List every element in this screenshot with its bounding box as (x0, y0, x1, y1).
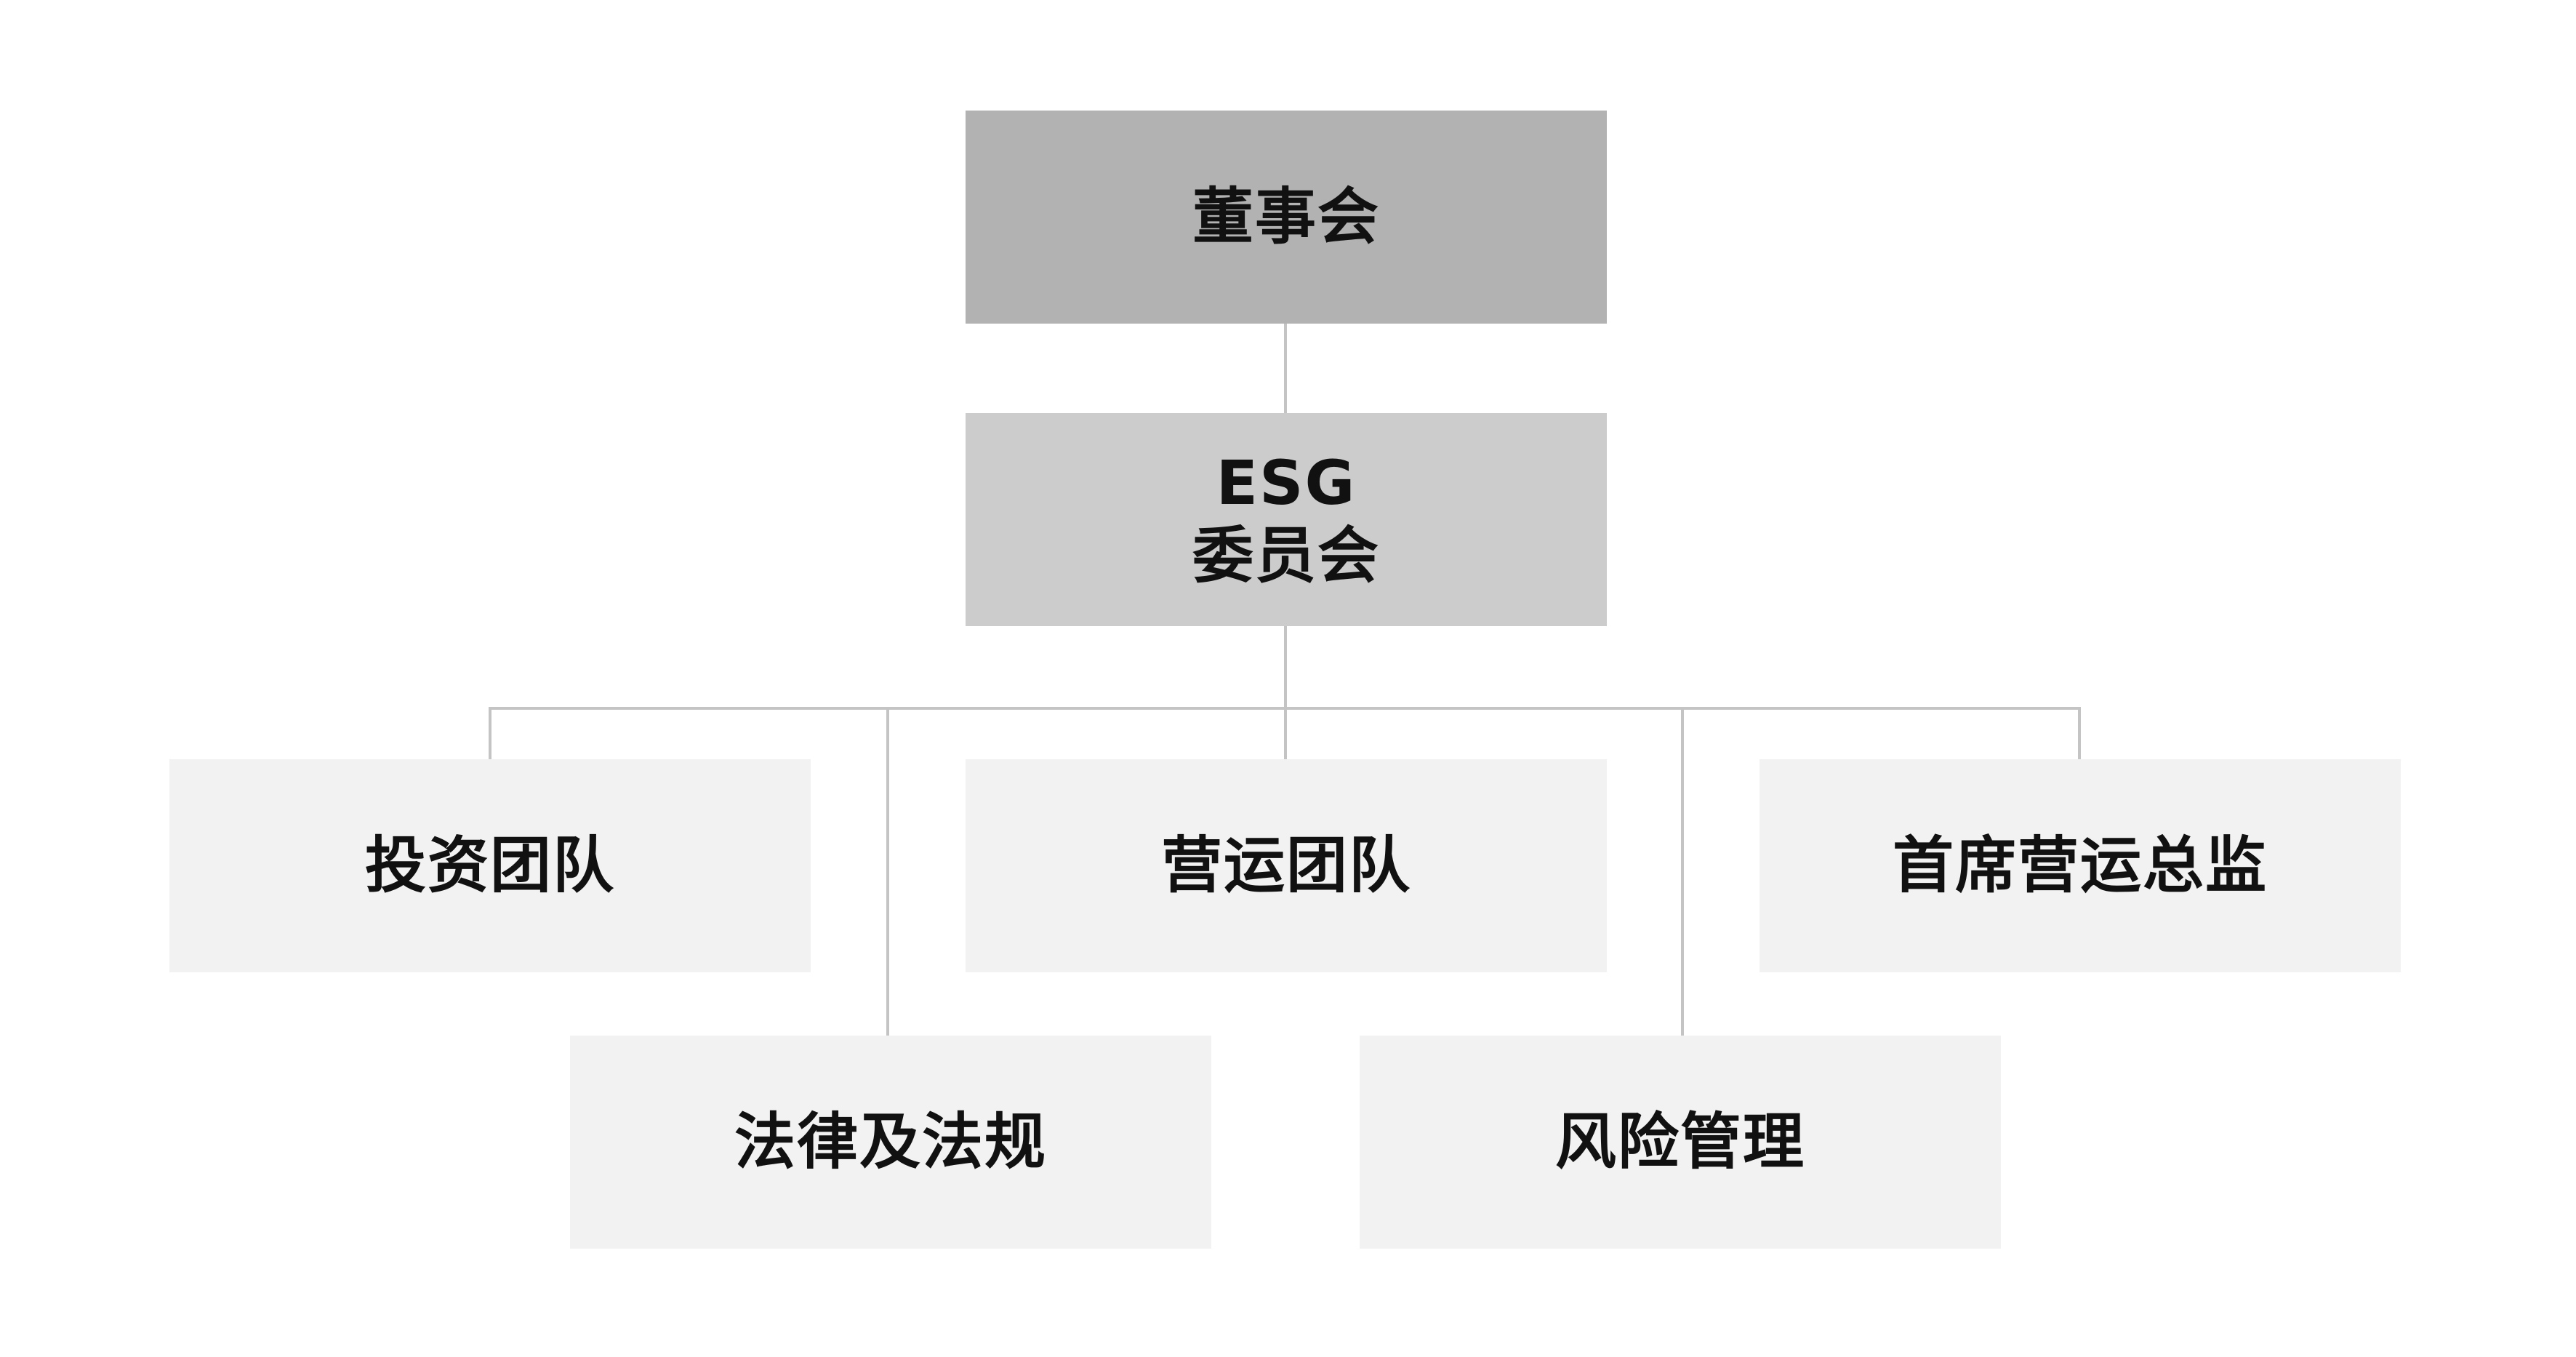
connector-to-risk (1681, 707, 1684, 1036)
coo-node: 首席营运总监 (1760, 759, 2401, 972)
operations-team-node: 营运团队 (966, 759, 1607, 972)
esg-committee-node: ESG 委员会 (966, 413, 1607, 626)
investment-team-label: 投资团队 (364, 829, 615, 901)
investment-team-node: 投资团队 (169, 759, 811, 972)
connector-committee-to-bus (1284, 626, 1287, 708)
board-label: 董事会 (1192, 180, 1380, 252)
risk-management-node: 风险管理 (1360, 1036, 2001, 1249)
coo-label: 首席营运总监 (1892, 829, 2268, 901)
connector-to-investment-team (489, 707, 491, 759)
operations-team-label: 营运团队 (1160, 829, 1411, 901)
connector-board-to-committee (1284, 324, 1287, 414)
connector-to-coo (2078, 707, 2081, 759)
legal-compliance-node: 法律及法规 (570, 1036, 1211, 1249)
risk-management-label: 风险管理 (1554, 1105, 1805, 1177)
esg-committee-label-line1: ESG (1216, 447, 1357, 519)
board-node: 董事会 (966, 111, 1607, 324)
connector-to-legal (886, 707, 889, 1036)
connector-to-operations-team (1284, 707, 1287, 759)
legal-compliance-label: 法律及法规 (734, 1105, 1047, 1177)
esg-committee-label-line2: 委员会 (1192, 519, 1380, 591)
